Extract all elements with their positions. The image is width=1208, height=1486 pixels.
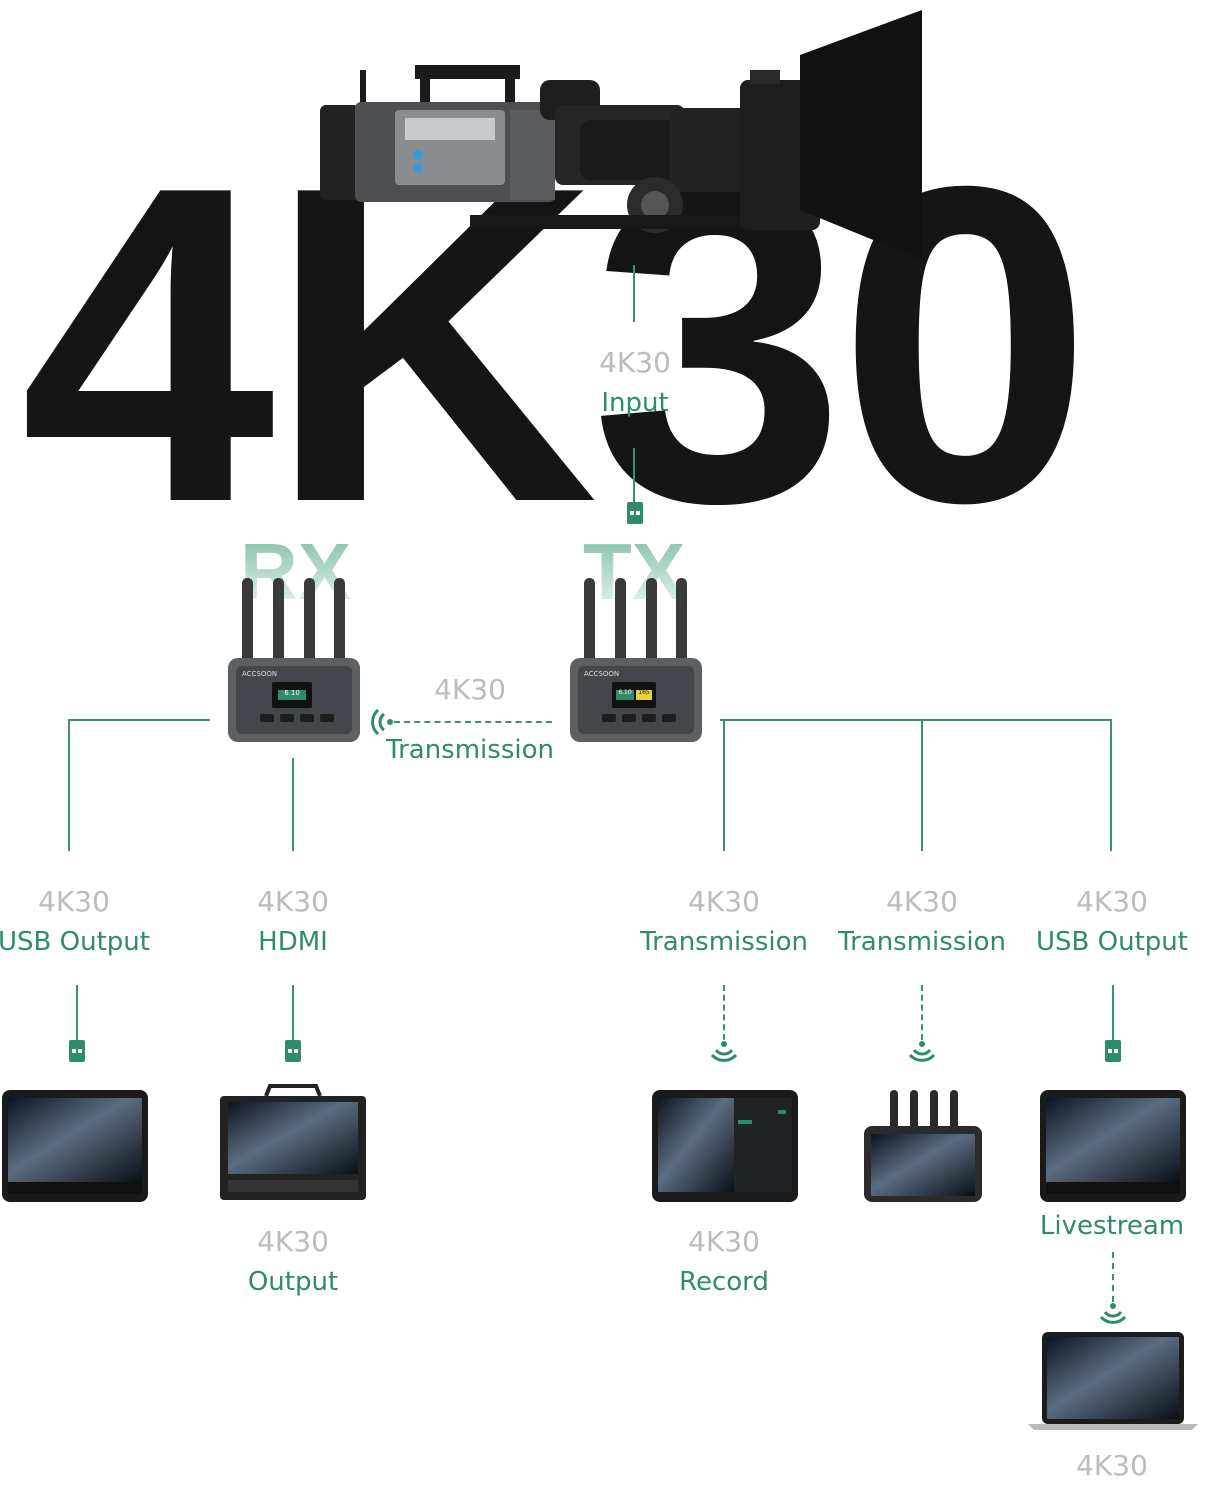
- link-label: 4K30: [370, 670, 570, 710]
- tx-trans-1-value: 4K30: [624, 882, 824, 922]
- laptop-label: 4K30: [1012, 1446, 1208, 1486]
- link-desc-label: Transmission: [370, 730, 570, 770]
- tx-trans-1-label: 4K30 Transmission: [624, 882, 824, 962]
- link-desc: Transmission: [370, 730, 570, 770]
- usb-connector-icon: [625, 502, 645, 526]
- rx-hdmi-value: 4K30: [193, 882, 393, 922]
- tx-trans-1-desc: Transmission: [624, 922, 824, 962]
- tablet-record-image: [652, 1090, 798, 1202]
- tx-screen-value: 6.10: [616, 689, 634, 696]
- input-label: 4K30 Input: [535, 343, 735, 423]
- rx-device: ACCSOON 6.10: [226, 578, 362, 744]
- laptop-value: 4K30: [1012, 1446, 1208, 1486]
- rx-usb-value: 4K30: [0, 882, 174, 922]
- receiver-monitor-image: [862, 1090, 984, 1204]
- rx-hdmi-label: 4K30 HDMI: [193, 882, 393, 962]
- tx-trans-2-label: 4K30 Transmission: [822, 882, 1022, 962]
- tx-device: ACCSOON 6.10 165: [568, 578, 704, 744]
- tablet-record-value: 4K30: [624, 1222, 824, 1262]
- rx-usb-label: 4K30 USB Output: [0, 882, 174, 962]
- tx-brand: ACCSOON: [584, 670, 619, 678]
- tablet-usb-image: [2, 1090, 148, 1202]
- tablet-record-label: 4K30 Record: [624, 1222, 824, 1302]
- link-value: 4K30: [370, 670, 570, 710]
- wireless-signal-icon: [1099, 1302, 1127, 1326]
- field-monitor-image: [218, 1084, 368, 1208]
- rx-usb-desc: USB Output: [0, 922, 174, 962]
- laptop-image: [1028, 1330, 1198, 1432]
- wireless-signal-icon: [908, 1040, 936, 1064]
- rx-brand: ACCSOON: [242, 670, 277, 678]
- tx-usb-label: 4K30 USB Output: [1012, 882, 1208, 962]
- usb-connector-icon: [1103, 1040, 1123, 1064]
- tx-screen-badge: 165: [636, 689, 652, 696]
- rx-screen-value: 6.10: [278, 689, 306, 697]
- rx-hdmi-desc: HDMI: [193, 922, 393, 962]
- wireless-signal-icon: [710, 1040, 738, 1064]
- monitor-output-desc: Output: [193, 1262, 393, 1302]
- livestream-label: Livestream: [1012, 1206, 1208, 1246]
- tx-usb-desc: USB Output: [1012, 922, 1208, 962]
- livestream-desc: Livestream: [1012, 1206, 1208, 1246]
- hdmi-connector-icon: [283, 1040, 303, 1064]
- monitor-output-label: 4K30 Output: [193, 1222, 393, 1302]
- input-desc: Input: [535, 383, 735, 423]
- usb-connector-icon: [67, 1040, 87, 1064]
- monitor-output-value: 4K30: [193, 1222, 393, 1262]
- tx-trans-2-desc: Transmission: [822, 922, 1022, 962]
- tablet-livestream-image: [1040, 1090, 1186, 1202]
- tx-usb-value: 4K30: [1012, 882, 1208, 922]
- tx-trans-2-value: 4K30: [822, 882, 1022, 922]
- input-value: 4K30: [535, 343, 735, 383]
- tablet-record-desc: Record: [624, 1262, 824, 1302]
- cinema-camera-image: [310, 10, 930, 260]
